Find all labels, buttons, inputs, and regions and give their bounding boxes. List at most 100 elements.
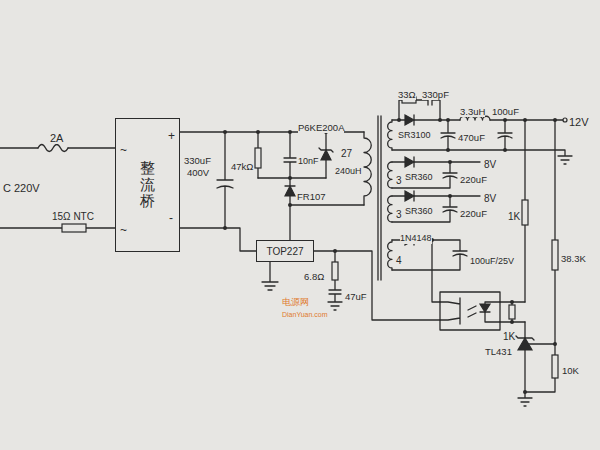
- junction-dot: [256, 130, 260, 134]
- input-wire: [0, 147, 115, 148]
- part-value: 3: [396, 175, 402, 186]
- part-value: 6.8Ω: [304, 272, 324, 282]
- part-value: 3: [396, 209, 402, 220]
- input-wire: [0, 227, 115, 228]
- tl431-symbol: [518, 338, 532, 350]
- part-value: 100uF: [492, 107, 519, 117]
- junction-dot: [288, 130, 292, 134]
- tvs-symbol: [321, 150, 331, 160]
- resistor-symbol: [552, 355, 558, 378]
- optocoupler-symbol: [440, 298, 500, 324]
- resistor-symbol: [332, 262, 338, 280]
- part-value: 220uF: [460, 175, 487, 185]
- secondary-winding: [388, 196, 392, 222]
- wire: [432, 240, 440, 302]
- part-value: 8V: [484, 193, 496, 204]
- optocoupler-symbol: [440, 292, 500, 330]
- wire-connector: [180, 228, 256, 251]
- part-value: 1N4148: [400, 234, 432, 244]
- junction-dot: [333, 249, 337, 253]
- part-value: 8V: [484, 159, 496, 170]
- resistor-symbol: [552, 240, 558, 270]
- junction-dot: [288, 176, 292, 180]
- part-value: 220uF: [460, 209, 487, 219]
- part-value: 47kΩ: [231, 162, 253, 172]
- junction-dot: [503, 148, 507, 152]
- part-value: 100uF/25V: [470, 257, 514, 267]
- ntc-symbol: [62, 224, 86, 232]
- switcher-ic: TOP227: [256, 240, 314, 262]
- part-value: C 220V: [3, 182, 40, 194]
- feedback-wire: [500, 302, 525, 322]
- part-value: 4: [396, 255, 402, 266]
- junction-dot: [553, 118, 557, 122]
- part-value: -: [169, 212, 173, 225]
- part-value: SR3100: [398, 131, 431, 141]
- junction-dot: [438, 118, 442, 122]
- diode-symbol: [405, 115, 414, 125]
- junction-dot: [510, 320, 514, 324]
- part-value: P6KE200A: [298, 123, 344, 133]
- optocoupler-symbol: [480, 304, 490, 312]
- part-value: 330uF: [184, 156, 211, 166]
- capacitor-symbol: [498, 120, 512, 150]
- junction-dot: [288, 203, 292, 207]
- part-value: 1K: [508, 211, 520, 222]
- part-value: 470uF: [458, 133, 485, 143]
- bias-circuit: [392, 235, 467, 270]
- part-value: 400V: [187, 168, 209, 178]
- junction-dot: [223, 130, 227, 134]
- part-value: 38.3K: [561, 254, 586, 264]
- tvs-symbol: [319, 132, 333, 178]
- junction-dot: [397, 118, 401, 122]
- junction-dot: [446, 148, 450, 152]
- part-value: FR107: [297, 192, 326, 202]
- feedback-wire: [524, 120, 525, 338]
- resistor-symbol: [255, 148, 261, 168]
- part-value: 47uF: [345, 292, 367, 302]
- component-name: 整流桥: [140, 160, 155, 210]
- junction-dot: [503, 118, 507, 122]
- capacitor-symbol: [284, 132, 296, 178]
- drain-wire: [290, 205, 364, 240]
- part-value: 12V: [569, 116, 589, 128]
- part-value: 27: [341, 148, 352, 159]
- control-wire: [314, 251, 440, 320]
- output-terminal: [563, 118, 567, 122]
- junction-dot: [448, 194, 452, 198]
- capacitor-symbol: [217, 132, 233, 228]
- resistor-symbol: [509, 305, 515, 319]
- transformer-core: [378, 116, 381, 280]
- watermark: 电源网: [282, 298, 309, 308]
- part-value: 15Ω NTC: [52, 211, 94, 222]
- part-value: SR360: [405, 173, 433, 183]
- part-value: 10K: [562, 366, 579, 376]
- part-value: 10nF: [298, 157, 319, 167]
- fuse-symbol: [38, 145, 68, 152]
- part-value: ~: [120, 224, 127, 237]
- junction-dot: [553, 342, 557, 346]
- part-value: ~: [120, 144, 127, 157]
- junction-dot: [446, 118, 450, 122]
- watermark: DianYuan.com: [282, 311, 328, 319]
- part-value: SR360: [405, 207, 433, 217]
- junction-dot: [510, 300, 514, 304]
- part-value: 330pF: [422, 90, 449, 100]
- part-value: 240uH: [335, 167, 362, 177]
- bias-winding: [388, 240, 392, 270]
- feedback-wire: [516, 120, 555, 406]
- diode-symbol: [405, 191, 414, 201]
- diode-symbol: [285, 186, 295, 196]
- part-value: 1K: [503, 331, 515, 342]
- part-value: +: [168, 130, 175, 143]
- junction-dot: [448, 160, 452, 164]
- ground-symbol: [262, 262, 278, 290]
- junction-dot: [523, 118, 527, 122]
- part-value: 3.3uH: [460, 107, 485, 117]
- diode-symbol: [405, 157, 414, 167]
- rc-network: [328, 251, 342, 310]
- capacitor-symbol: [441, 120, 455, 150]
- part-value: TL431: [485, 347, 512, 357]
